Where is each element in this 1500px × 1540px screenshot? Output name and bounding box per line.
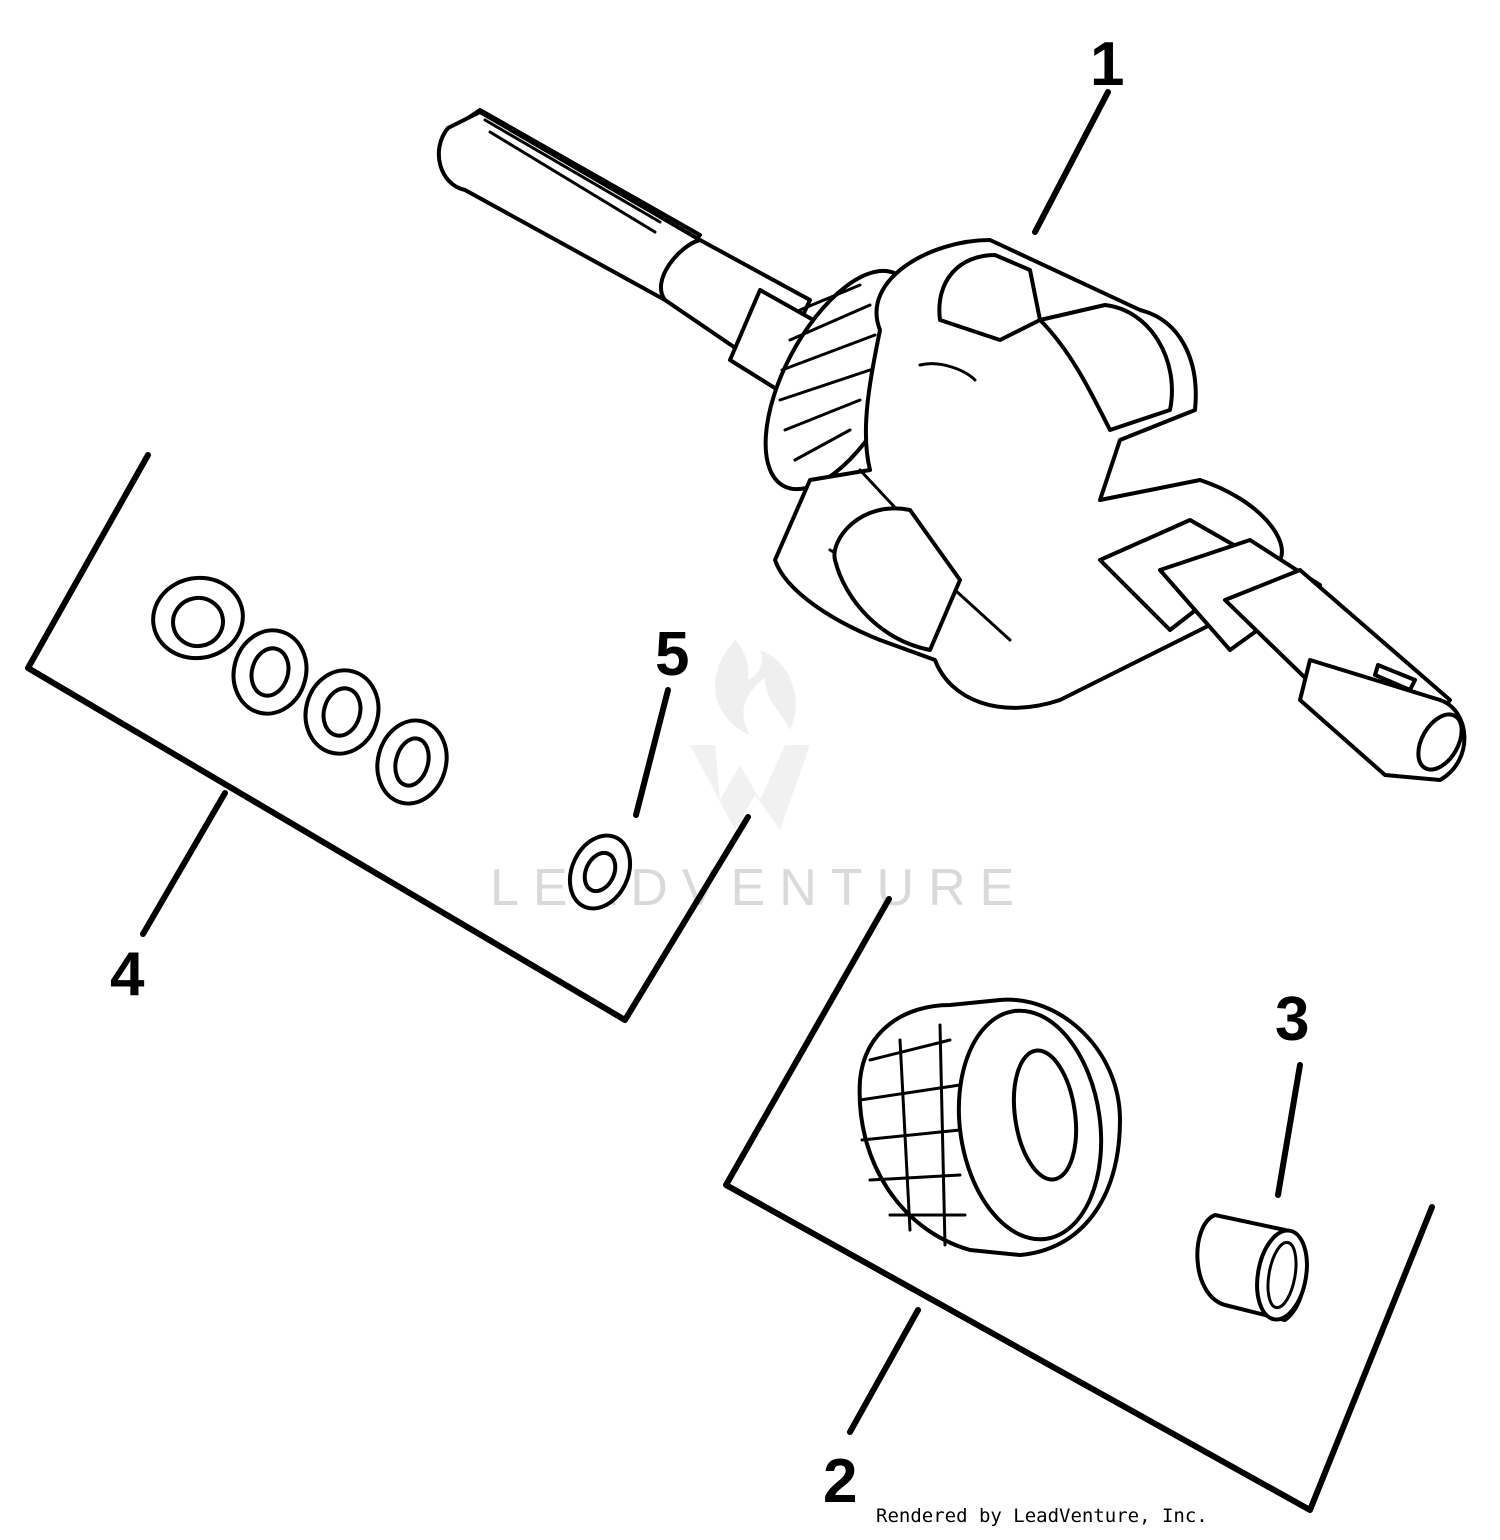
leader-line-1 bbox=[1032, 89, 1111, 235]
leader-line-3 bbox=[1275, 1062, 1303, 1198]
bushing-part bbox=[1195, 1213, 1309, 1322]
callout-4: 4 bbox=[110, 940, 145, 1009]
piston-ring-set-part bbox=[151, 575, 449, 806]
render-credit: Rendered by LeadVenture, Inc. bbox=[876, 1505, 1208, 1527]
bracket-group-2 bbox=[723, 896, 1435, 1513]
crankshaft-part bbox=[437, 108, 1467, 782]
callout-3: 3 bbox=[1275, 985, 1309, 1054]
callout-1: 1 bbox=[1090, 30, 1124, 99]
callout-2: 2 bbox=[823, 1447, 857, 1516]
snap-ring-part bbox=[567, 833, 633, 911]
bracket-group-4 bbox=[25, 452, 751, 1023]
watermark-logo bbox=[690, 640, 810, 830]
callout-5: 5 bbox=[655, 620, 689, 689]
leader-line-5 bbox=[633, 687, 671, 818]
gear-part bbox=[857, 997, 1122, 1257]
